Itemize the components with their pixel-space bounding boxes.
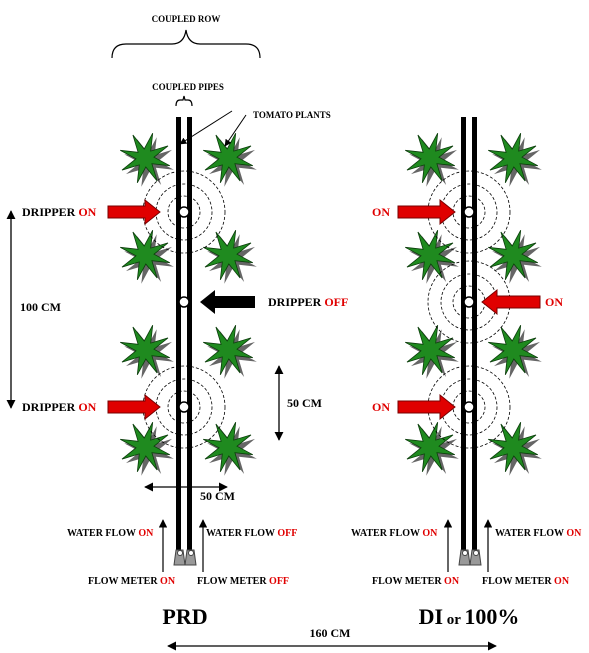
di-water-flow-left-label: WATER FLOW ON [351, 528, 438, 539]
tomato-plant-icon [203, 133, 257, 187]
prd-dripper-bot-label: DRIPPER ON [22, 400, 97, 414]
di-dripper-bot-label: ON [372, 400, 390, 414]
dripper-on [178, 206, 190, 218]
di-drippers [463, 206, 475, 413]
wetting-circle [427, 365, 511, 449]
tomato-plant-icon [120, 230, 174, 284]
dist-100-label: 100 CM [20, 300, 61, 314]
dripper-on [178, 401, 190, 413]
prd-title: PRD [162, 604, 207, 629]
di-flow-meter-left-label: FLOW METER ON [372, 576, 460, 587]
tomato-plant-icon [120, 133, 174, 187]
wetting-circle [142, 170, 226, 254]
wetting-circle [167, 390, 201, 424]
tomato-plant-icon [488, 230, 542, 284]
di-coupled-pipes [461, 117, 477, 555]
red-arrow-icon [107, 393, 161, 421]
prd-water-flow-left-label: WATER FLOW ON [67, 528, 154, 539]
prd-water-flow-right-label: WATER FLOW OFF [206, 528, 297, 539]
tomato-plant-icon [488, 325, 542, 379]
tomato-plant-icon [203, 422, 257, 476]
wetting-circle [167, 195, 201, 229]
tomato-plant-icon [120, 422, 174, 476]
dist-160-label: 160 CM [310, 626, 351, 640]
coupled-row-brace [111, 29, 261, 59]
tomato-plant-icon [488, 422, 542, 476]
wetting-circle [427, 170, 511, 254]
wetting-circle [142, 365, 226, 449]
dripper-on [463, 401, 475, 413]
di-water-flow-right-label: WATER FLOW ON [495, 528, 582, 539]
tomato-plant-icon [120, 325, 174, 379]
coupled-row-label: COUPLED ROW [152, 14, 221, 24]
tomato-plant-icon [405, 133, 459, 187]
dist-50-vertical-label: 50 CM [287, 396, 322, 410]
di-dripper-top-label: ON [372, 205, 390, 219]
prd-drippers [178, 206, 190, 413]
prd-dripper-top-label: DRIPPER ON [22, 205, 97, 219]
di-flow-meter-right-label: FLOW METER ON [482, 576, 570, 587]
coupled-pipes-label: COUPLED PIPES [152, 82, 224, 92]
coupled-pipes-bracket [175, 95, 193, 107]
red-arrow-icon [397, 198, 456, 226]
flow-meter-icon [173, 549, 197, 566]
prd-flow-meter-left-label: FLOW METER ON [88, 576, 176, 587]
dripper-off [178, 296, 190, 308]
tomato-plant-icon [405, 230, 459, 284]
red-arrow-icon [107, 198, 161, 226]
red-arrow-icon [397, 393, 456, 421]
tomato-plant-icon [488, 133, 542, 187]
tomato-plant-icon [405, 325, 459, 379]
black-arrow-icon [200, 290, 255, 314]
dist-50-horizontal-label: 50 CM [200, 489, 235, 503]
di-title: DI or 100% [419, 604, 520, 629]
prd-dripper-mid-label: DRIPPER OFF [268, 295, 348, 309]
wetting-circle [452, 195, 486, 229]
tomato-plants [120, 133, 542, 476]
tomato-plant-icon [203, 230, 257, 284]
di-dripper-mid-label: ON [545, 295, 563, 309]
tomato-plants-label: TOMATO PLANTS [253, 110, 331, 120]
flow-meter-icon [458, 549, 482, 566]
prd-coupled-pipes [176, 117, 192, 555]
dripper-on [463, 206, 475, 218]
red-arrow-icon [481, 288, 541, 316]
tomato-plant-icon [405, 422, 459, 476]
wetting-circle [452, 390, 486, 424]
dripper-on [463, 296, 475, 308]
tomato-plant-icon [203, 325, 257, 379]
prd-flow-meter-right-label: FLOW METER OFF [197, 576, 289, 587]
